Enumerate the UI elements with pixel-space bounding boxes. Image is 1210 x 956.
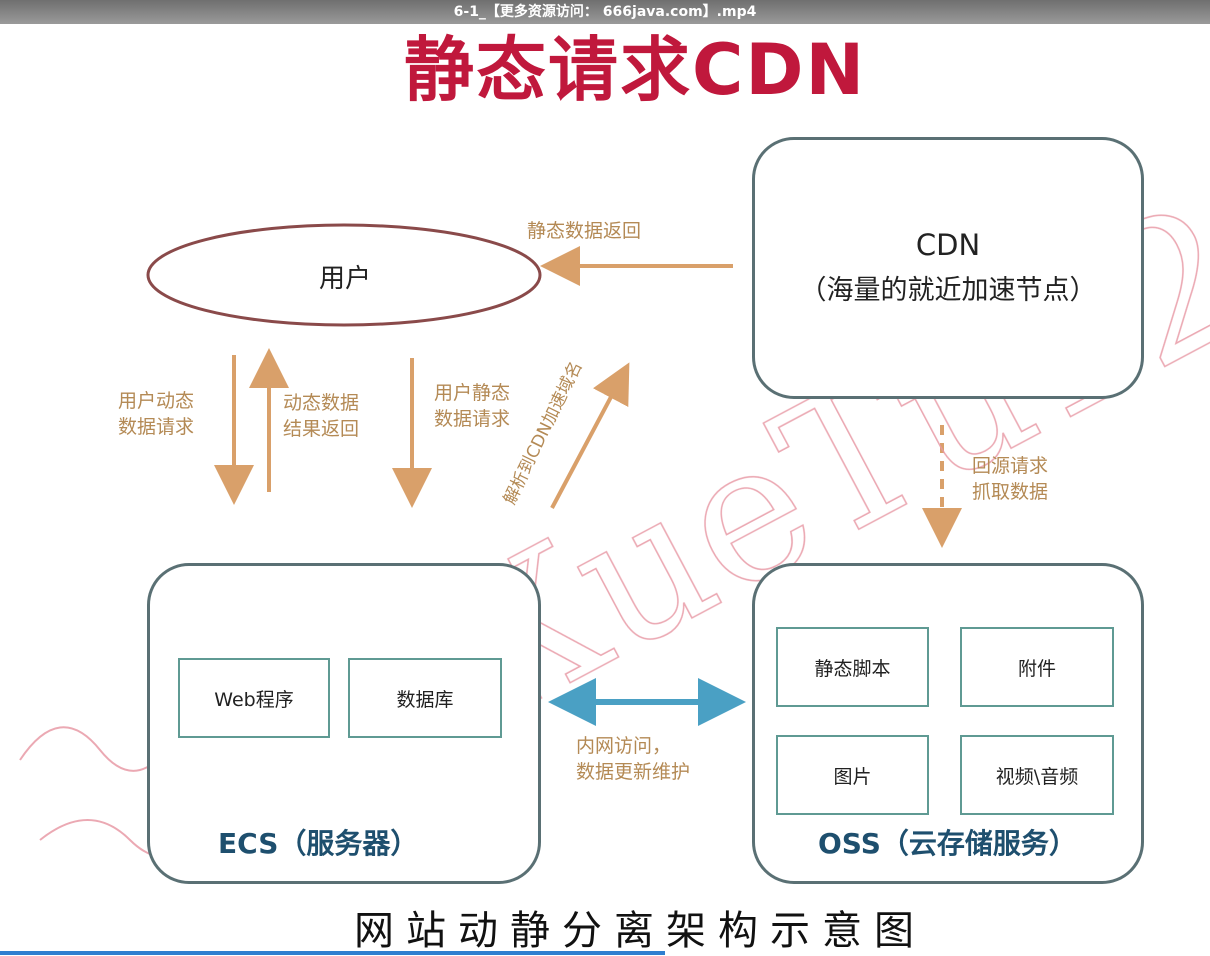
edge-label-intranet: 内网访问， 数据更新维护 (576, 733, 690, 785)
ecs-item-db: 数据库 (348, 658, 502, 738)
edge-label-dynamic-request: 用户动态 数据请求 (118, 388, 194, 440)
oss-item-media: 视频\音频 (960, 735, 1114, 815)
cdn-title: CDN (915, 228, 981, 262)
cdn-subtitle: （海量的就近加速节点） (799, 275, 1097, 306)
edge-label-static-request: 用户静态 数据请求 (434, 380, 510, 432)
edge-label-intranet-line2: 数据更新维护 (576, 761, 691, 783)
cdn-node (752, 137, 1144, 399)
arrow-resolve (550, 362, 630, 509)
ecs-item-web: Web程序 (178, 658, 330, 738)
ecs-label: ECS（服务器） (218, 827, 419, 860)
oss-item-scripts: 静态脚本 (776, 627, 929, 707)
edge-label-intranet-line1: 内网访问， (576, 735, 672, 757)
oss-item-images: 图片 (776, 735, 929, 815)
edge-label-dynamic-return: 动态数据 结果返回 (283, 390, 359, 442)
edge-label-dynamic-request-line2: 数据请求 (118, 416, 195, 438)
slide-caption: 网站动静分离架构示意图 (354, 908, 926, 954)
edge-label-origin-fetch: 回源请求 抓取数据 (972, 453, 1048, 505)
edge-label-static-return: 静态数据返回 (527, 220, 642, 242)
slide-title: 静态请求CDN (403, 29, 867, 111)
edge-label-origin-fetch-line1: 回源请求 (972, 455, 1049, 477)
oss-item-attachments: 附件 (960, 627, 1114, 707)
edge-label-dynamic-return-line1: 动态数据 (283, 392, 360, 414)
edge-label-dynamic-return-line2: 结果返回 (283, 418, 360, 440)
user-label: 用户 (318, 264, 371, 294)
oss-node (752, 563, 1144, 884)
edge-label-static-request-line1: 用户静态 (434, 382, 511, 404)
edge-label-origin-fetch-line2: 抓取数据 (972, 481, 1049, 503)
edge-label-static-request-line2: 数据请求 (434, 408, 511, 430)
oss-label: OSS（云存储服务） (818, 827, 1077, 860)
window-title: 6-1_【更多资源访问： 666java.com】.mp4 (0, 0, 1210, 24)
edge-label-dynamic-request-line1: 用户动态 (118, 390, 195, 412)
video-progress-bar[interactable] (0, 951, 665, 955)
